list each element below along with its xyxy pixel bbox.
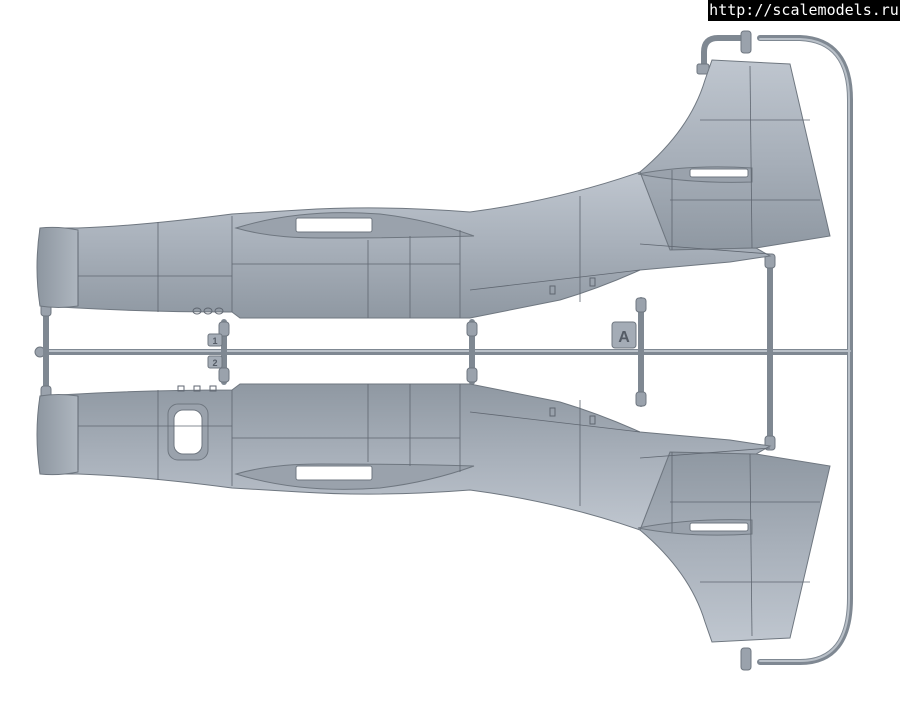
lower-window [173,409,203,455]
watermark-url: http://scalemodels.ru [708,0,900,21]
upper-panel-lines [77,65,820,318]
lower-nose [36,394,79,476]
upper-tail-slot [689,168,749,178]
part-number-tabs: 1 2 [207,333,223,369]
fuselage-half-upper [36,59,831,319]
upper-nose [36,226,79,308]
fuselage-half-lower [36,383,831,643]
lower-canopy-slot [295,465,373,481]
upper-canopy-slot [295,217,373,233]
upper-vent-holes [192,307,224,315]
lower-small-hatches [177,385,596,425]
sprue-gate-bottom [740,647,752,671]
upper-fin [639,59,831,251]
lower-fuselage-body [37,383,772,531]
sprue-top-hook [701,35,748,71]
lower-panel-lines [77,384,820,637]
sprue-frame-highlight [39,38,851,662]
part-number-2: 2 [212,358,217,368]
lower-tail-slot [689,522,749,532]
upper-fuselage-body [37,171,772,319]
lower-fin [639,451,831,643]
sprue-gate-top [740,30,752,54]
part-number-1: 1 [212,336,217,346]
sprue-letter: A [618,329,630,346]
sprue-letter-tab: A [611,321,637,349]
upper-small-hatches [549,277,596,295]
